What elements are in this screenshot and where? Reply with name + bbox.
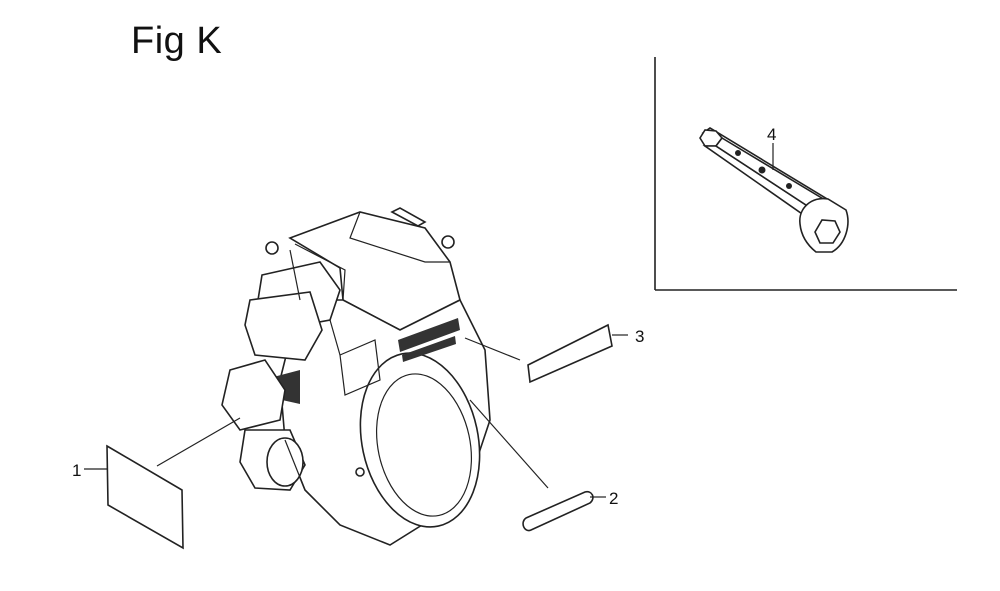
figure-title: Fig K [131, 20, 223, 62]
callout-2: 2 [609, 489, 618, 508]
callout-3: 3 [635, 327, 644, 346]
small-label-part [469, 399, 606, 532]
label-sheet-part [84, 417, 241, 550]
caution-label-part [464, 323, 628, 384]
callout-4: 4 [767, 125, 776, 144]
engine-drawing [221, 207, 491, 546]
spark-plug-wrench-drawing [699, 127, 849, 253]
inset-frame [654, 57, 957, 291]
callout-1: 1 [72, 461, 81, 480]
